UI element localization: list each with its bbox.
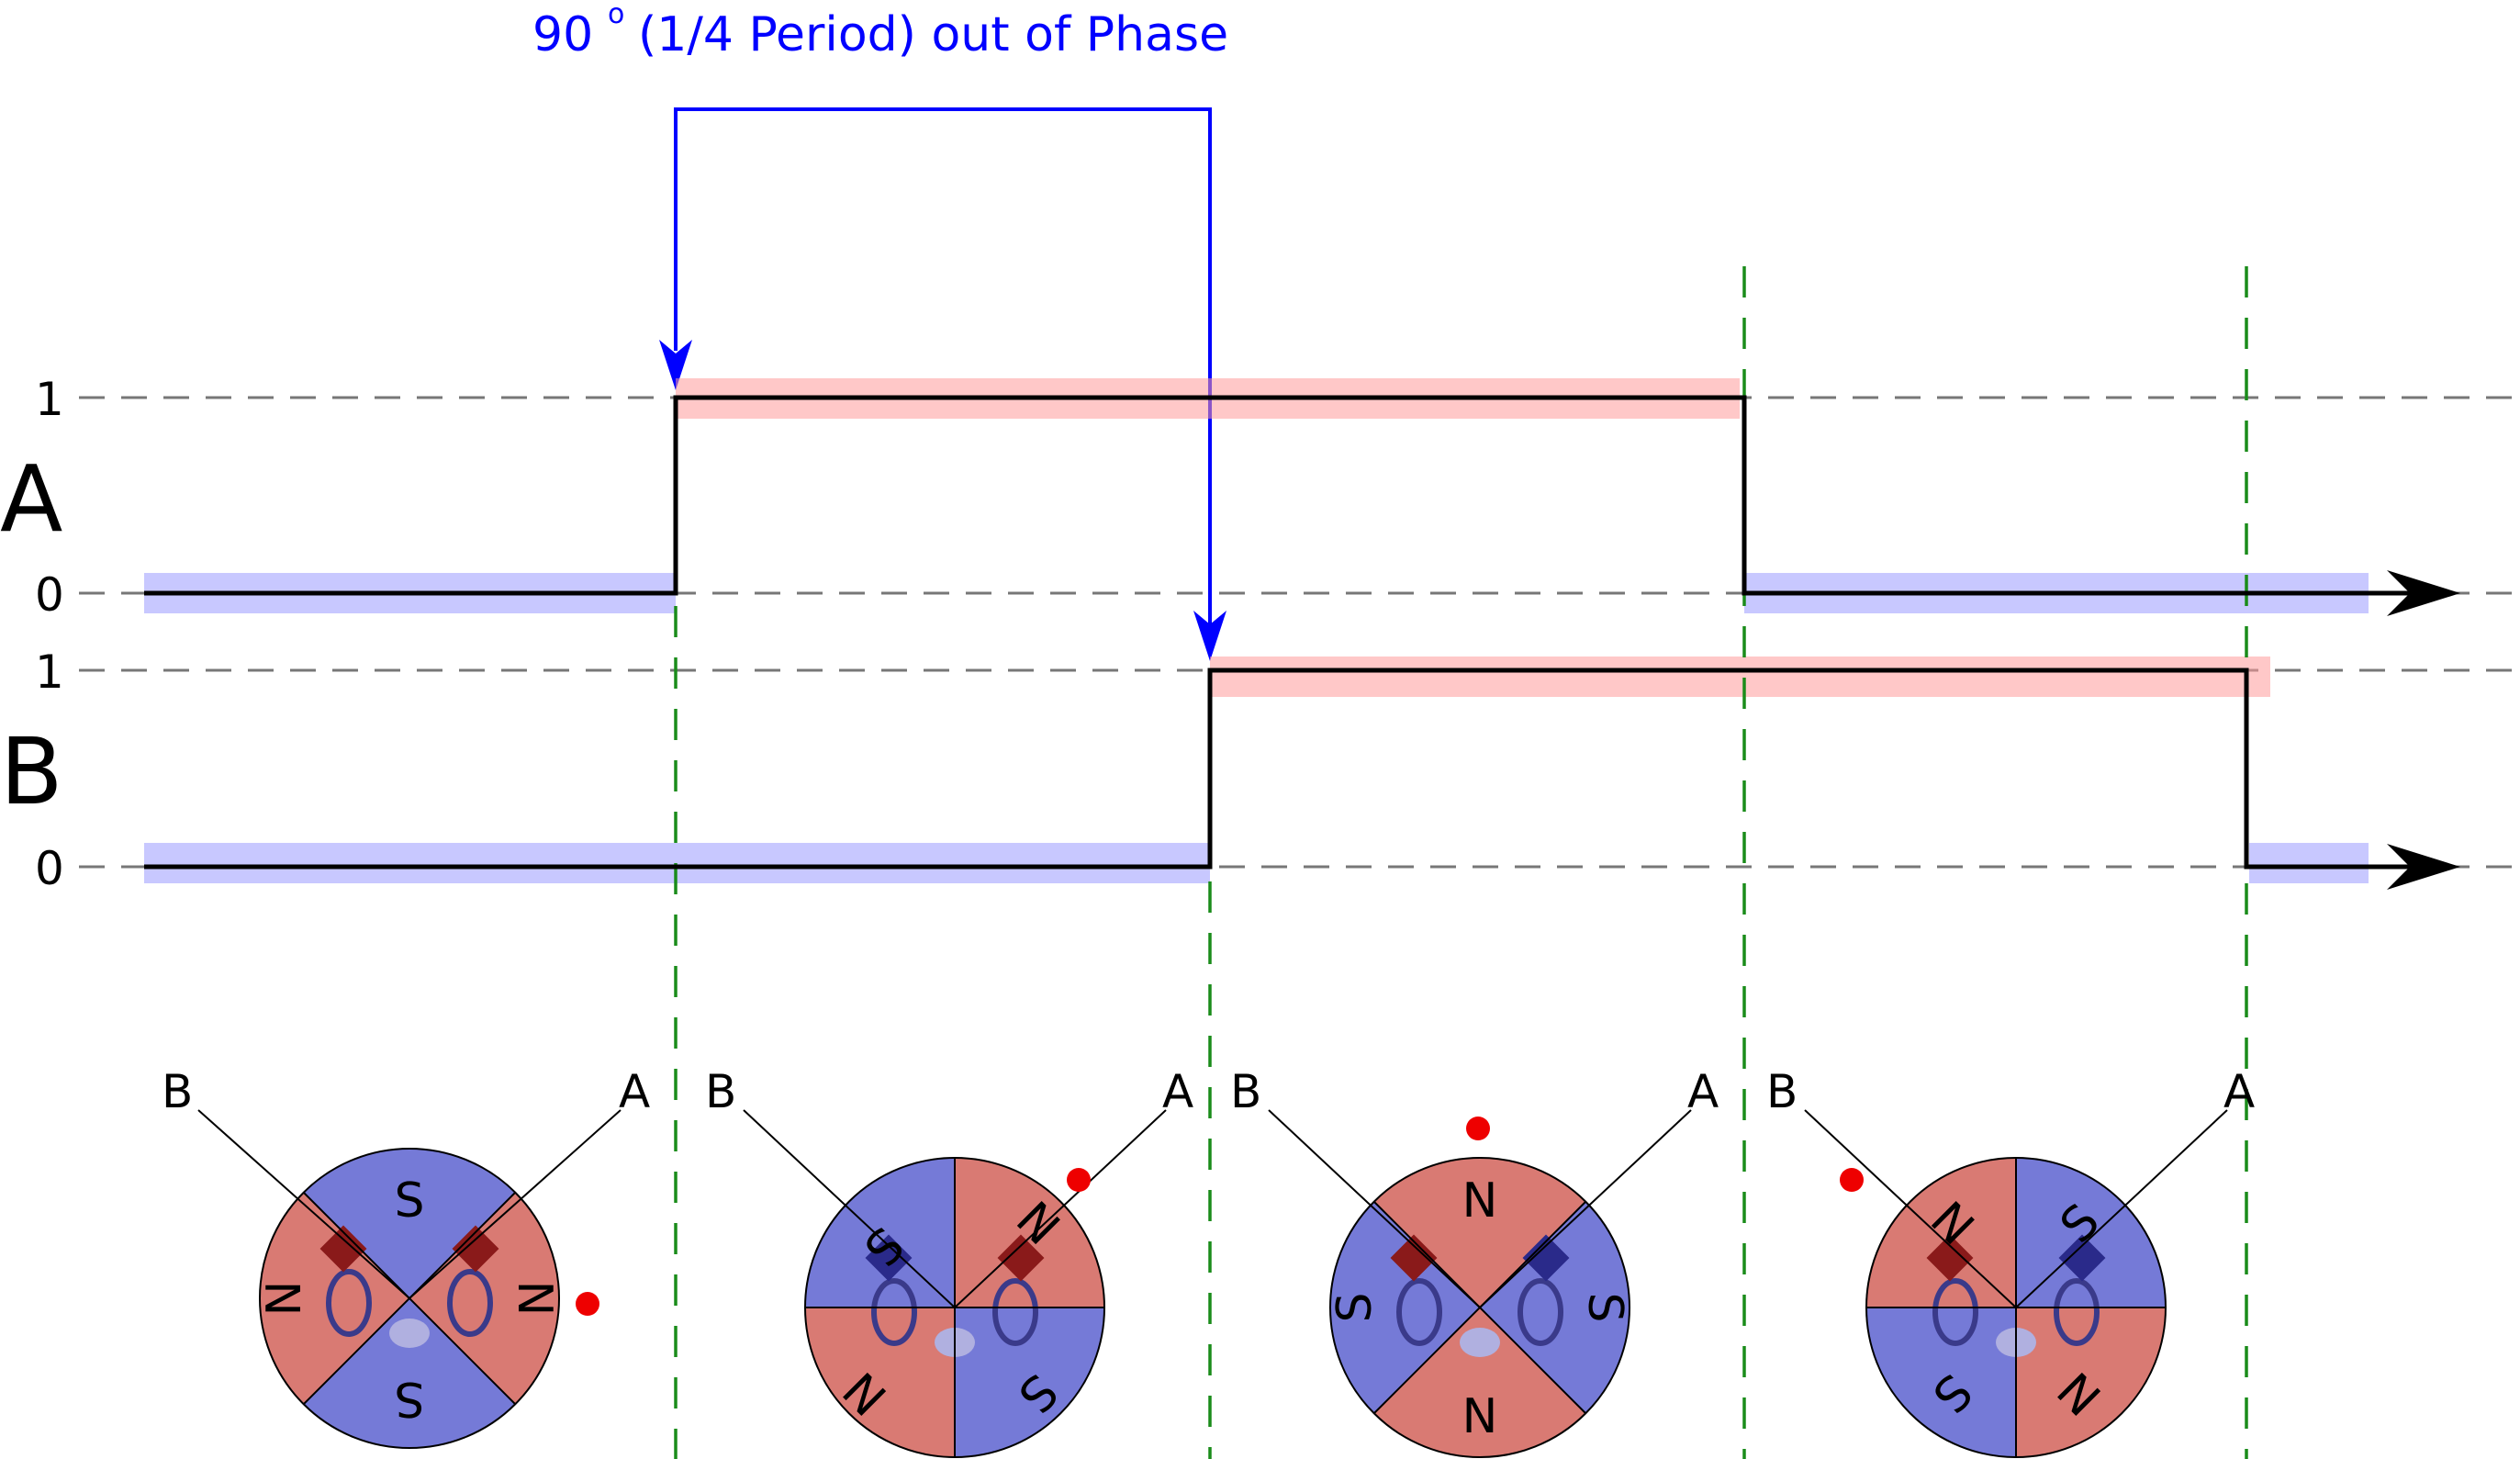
reference-dot	[1067, 1168, 1091, 1192]
pole-left: N	[257, 1281, 312, 1317]
arrowhead-b	[1193, 611, 1226, 661]
quadrant-left	[260, 1193, 409, 1404]
pole-right: N	[507, 1281, 562, 1317]
pole-top: N	[1462, 1173, 1498, 1229]
signal-traces	[144, 395, 2410, 870]
level-guides	[79, 396, 2520, 869]
encoder-position-1: B A S N S N	[162, 1065, 650, 1449]
a-channel-label: A	[0, 445, 62, 553]
pole-right: S	[1577, 1292, 1632, 1322]
encoder-position-3: B A N S N S	[1230, 1065, 1719, 1458]
arrowhead-axis-b	[2387, 844, 2460, 890]
pole-left: S	[1327, 1292, 1383, 1322]
encoder-position-2: B A S N S N	[705, 1065, 1193, 1458]
b-channel-label: B	[0, 718, 63, 825]
sensor-a-label: A	[619, 1065, 650, 1118]
channel-a-bands	[144, 378, 2369, 613]
pole-bottom: S	[394, 1371, 424, 1426]
phase-annotation: 90 o (1/4 Period) out of Phase	[532, 0, 1228, 661]
sensor-line-a	[409, 1109, 622, 1299]
reference-dot	[1466, 1117, 1490, 1140]
pole-bottom: N	[1462, 1389, 1498, 1444]
b-low-label: 0	[35, 842, 64, 895]
b-high-band	[1210, 657, 2270, 697]
phase-degree-mark: o	[608, 0, 624, 30]
pole-top: S	[394, 1173, 424, 1229]
channel-b-bands	[144, 657, 2369, 883]
quadrant-bottom	[304, 1298, 515, 1448]
a-low-label: 0	[35, 568, 64, 622]
encoder-position-4: B A N S N S	[1766, 1065, 2255, 1458]
sensor-line-b	[197, 1109, 410, 1299]
sensor-a-label: A	[1687, 1065, 1719, 1118]
reference-dot	[576, 1292, 599, 1316]
arrowhead-axis-a	[2387, 570, 2460, 616]
sensor-b-label: B	[1230, 1065, 1261, 1118]
phase-description: (1/4 Period) out of Phase	[638, 7, 1228, 62]
quadrant-top	[304, 1149, 515, 1298]
signal-a	[144, 395, 2410, 596]
b-high-label: 1	[35, 645, 64, 699]
a-high-label: 1	[35, 373, 64, 426]
b-low-band-2	[2249, 843, 2369, 883]
sensor-b-label: B	[162, 1065, 193, 1118]
arrowhead-a	[659, 340, 692, 390]
signal-b	[144, 668, 2410, 870]
reference-dot	[1840, 1168, 1864, 1192]
sensor-a-label: A	[1162, 1065, 1193, 1118]
phase-bracket	[674, 107, 1212, 629]
sensor-b-label: B	[1766, 1065, 1798, 1118]
quadrant-right	[409, 1193, 559, 1404]
axis-arrowheads	[2387, 570, 2460, 890]
sensor-a-label: A	[2223, 1065, 2255, 1118]
sensor-b-label: B	[705, 1065, 736, 1118]
channel-labels: 1 A 0 1 B 0	[0, 373, 64, 895]
phase-degrees: 90	[532, 7, 593, 62]
